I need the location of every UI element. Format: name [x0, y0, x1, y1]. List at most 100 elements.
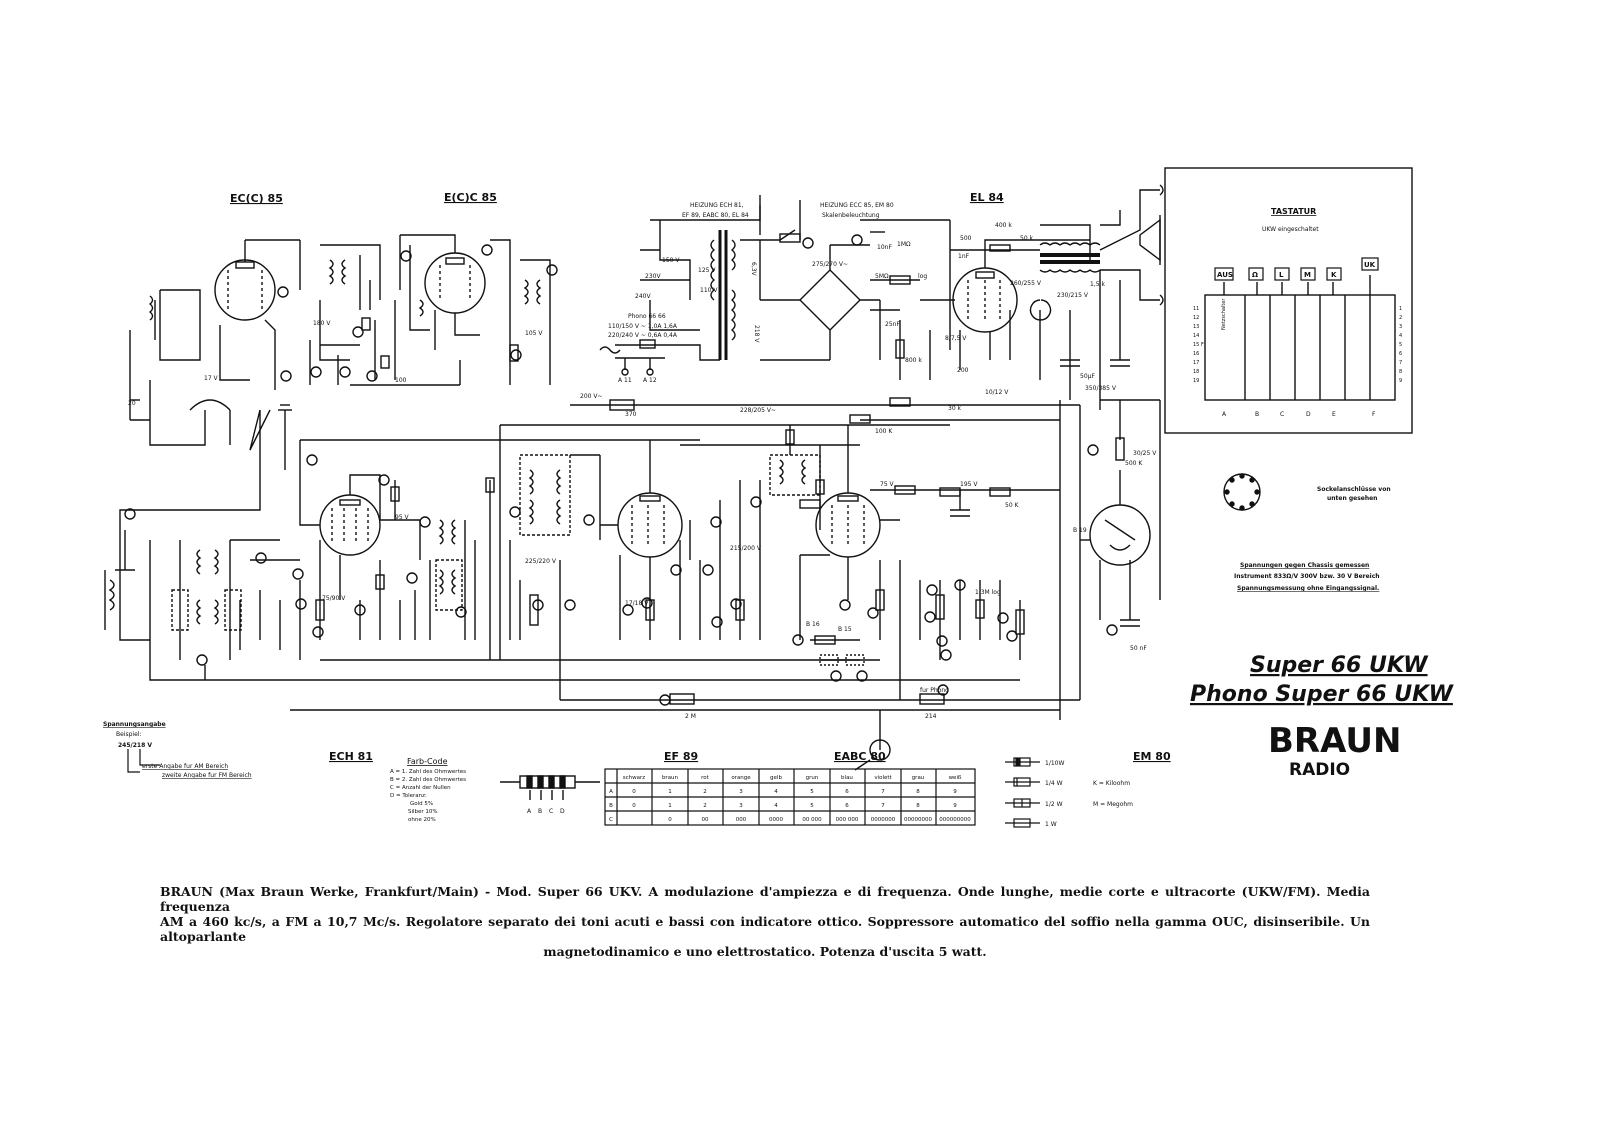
- resistor-wattage-legend: [1005, 757, 1040, 828]
- label-400k: 400 k: [995, 222, 1012, 229]
- label-2m: 2 M: [685, 713, 696, 720]
- label-17v: 17 V: [204, 375, 219, 382]
- color-table-cell: 9: [953, 789, 957, 795]
- farbcode-silber: Silber 10%: [408, 809, 438, 815]
- color-table-cell: 0: [632, 789, 636, 795]
- color-table-cell: 8: [916, 789, 920, 795]
- color-table-cell: 000 000: [836, 817, 859, 823]
- caption-line-2: AM a 460 kc/s, a FM a 10,7 Mc/s. Regolat…: [160, 914, 1370, 944]
- label-500: 500: [960, 235, 972, 242]
- right-num: 3: [1399, 324, 1402, 330]
- label-em80: EM 80: [1133, 750, 1171, 763]
- color-table-header: weiß: [949, 775, 962, 781]
- v110-label: 110 V: [700, 287, 718, 294]
- col-a: A: [1222, 411, 1227, 418]
- socket-pinout: [1223, 473, 1261, 511]
- spannung-value: 245/218 V: [118, 742, 152, 749]
- color-table: [604, 768, 976, 826]
- color-table-cell: 9: [953, 803, 957, 809]
- color-table-header: orange: [731, 775, 751, 781]
- label-b19: B 19: [1073, 527, 1087, 534]
- farbcode-abcd: A B C D: [527, 808, 565, 815]
- voltage-note-line3: Spannungsmessung ohne Eingangssignal.: [1237, 585, 1379, 592]
- v63-label: 6,3V: [750, 262, 757, 277]
- color-table-cell: 1: [668, 789, 672, 795]
- label-214: 214: [925, 713, 937, 720]
- col-f: F: [1372, 411, 1376, 418]
- color-table-cell: 00000000: [904, 817, 932, 823]
- label-75900v: 75/90 V: [322, 595, 346, 602]
- label-215v: 215/200 V: [730, 545, 762, 552]
- right-num: 5: [1399, 342, 1402, 348]
- label-30k: 30 k: [948, 405, 962, 412]
- label-100k: 100 K: [875, 428, 893, 435]
- model-title-2: Phono Super 66 UKW: [1190, 682, 1455, 707]
- color-table-cell: 2: [703, 789, 707, 795]
- col-b: B: [1255, 411, 1259, 418]
- label-95v: 95 V: [395, 514, 410, 521]
- key-aus: AUS: [1217, 271, 1233, 279]
- color-table-cell: 6: [845, 789, 849, 795]
- color-table-cell: 00 000: [802, 817, 822, 823]
- label-15k: 1,5 k: [1090, 281, 1105, 288]
- tastatur-columns: A B C D E F: [1222, 411, 1376, 418]
- farbcode-letter-d: D: [560, 808, 565, 815]
- col-e: E: [1332, 411, 1336, 418]
- heater-b-label: HEIZUNG ECC 85, EM 80: [820, 202, 894, 209]
- heater-b2-label: Skalenbeleuchtung: [822, 212, 880, 219]
- color-table-header: grau: [912, 775, 925, 781]
- v230-label: 230V: [645, 273, 661, 280]
- label-1718v: 17/18 V: [625, 600, 649, 607]
- color-table-header: gelb: [770, 775, 782, 781]
- key-k: K: [1331, 271, 1337, 279]
- legend-k: K = Kiloohm: [1093, 780, 1130, 787]
- label-180v: 180 V: [313, 320, 331, 327]
- color-table-cell: 0000000: [871, 817, 896, 823]
- color-table-header: rot: [701, 775, 710, 781]
- color-table-row-label: A: [609, 789, 613, 795]
- color-table-header: schwarz: [623, 775, 646, 781]
- left-num: 17: [1193, 360, 1199, 366]
- color-table-cell: 000000000: [939, 817, 971, 823]
- farbcode-d: D = Toleranz:: [390, 793, 427, 799]
- label-ecc85-left: EC(C) 85: [230, 192, 283, 205]
- color-table-cell: 2: [703, 803, 707, 809]
- label-500k: 500 K: [1125, 460, 1143, 467]
- farbcode-gold: Gold 5%: [410, 801, 433, 807]
- label-el84: EL 84: [970, 191, 1004, 204]
- label-ech81: ECH 81: [329, 750, 373, 763]
- a11-label: A 11: [618, 377, 632, 384]
- tastatur-left-numbers: 11 12 13 14 15 F 16 17 18 19: [1193, 306, 1204, 384]
- label-350v: 350/385 V: [1085, 385, 1117, 392]
- label-ef89: EF 89: [664, 750, 698, 763]
- v125-label: 125 V: [698, 267, 716, 274]
- phono-label: Phono 66 66: [628, 313, 666, 320]
- label-ecc85-right: E(C)C 85: [444, 191, 497, 204]
- right-num: 8: [1399, 369, 1402, 375]
- color-table-row-label: C: [609, 817, 613, 823]
- label-800k: 800 k: [905, 357, 922, 364]
- tube-ecc85-left: [214, 240, 276, 321]
- tastatur-right-numbers: 1 2 3 4 5 6 7 8 9: [1399, 306, 1402, 384]
- caption-line-3: magnetodinamico e uno elettrostatico. Po…: [543, 944, 987, 959]
- legend-m: M = Megohm: [1093, 801, 1133, 808]
- label-3025v: 30/25 V: [1133, 450, 1157, 457]
- left-num: 15 F: [1193, 342, 1204, 348]
- color-table-cell: 7: [881, 789, 885, 795]
- left-num: 18: [1193, 369, 1199, 375]
- label-fur-phono: fur Phono: [920, 687, 949, 694]
- color-table-cell: 000: [736, 817, 747, 823]
- color-table-cell: 8: [916, 803, 920, 809]
- power-transformer: [710, 230, 736, 360]
- farbcode-ohne: ohne 20%: [408, 817, 436, 823]
- right-num: 4: [1399, 333, 1402, 339]
- a12-label: A 12: [643, 377, 657, 384]
- left-num: 12: [1193, 315, 1199, 321]
- label-100: 100: [395, 377, 407, 384]
- right-num: 1: [1399, 306, 1402, 312]
- label-1012v: 10/12 V: [985, 389, 1009, 396]
- tube-el84: [952, 267, 1018, 333]
- label-195v: 195 V: [960, 481, 978, 488]
- col-c: C: [1280, 411, 1284, 418]
- label-log: log: [918, 273, 927, 280]
